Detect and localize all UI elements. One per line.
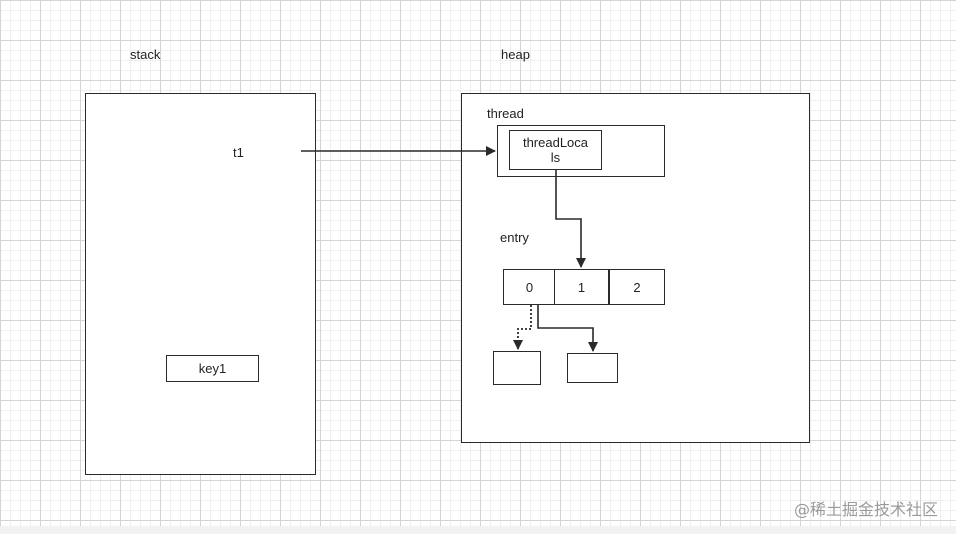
threadlocals-box: threadLoca ls	[509, 130, 602, 170]
watermark-text: @稀土掘金技术社区	[793, 500, 938, 519]
entry-cell-2-label: 2	[633, 279, 641, 295]
entry-cell-0: 0	[503, 269, 556, 305]
entry-cell-0-label: 0	[525, 279, 534, 295]
key1-label: key1	[198, 361, 227, 376]
stack-frame	[85, 93, 316, 475]
entry-label: entry	[500, 230, 529, 245]
t1-variable-label: t1	[233, 145, 244, 160]
entry-cell-2: 2	[609, 269, 665, 305]
key1-box: key1	[166, 355, 259, 382]
entry-value-target-box	[567, 353, 618, 383]
bottom-strip	[0, 526, 956, 534]
stack-title: stack	[130, 47, 161, 62]
entry-key-target-box	[493, 351, 541, 385]
threadlocals-label-line2: ls	[550, 150, 561, 165]
threadlocals-label-line1: threadLoca	[522, 135, 589, 150]
entry-cell-1: 1	[554, 269, 609, 305]
thread-label: thread	[487, 106, 524, 121]
heap-title: heap	[501, 47, 530, 62]
entry-cell-1-label: 1	[577, 279, 586, 295]
